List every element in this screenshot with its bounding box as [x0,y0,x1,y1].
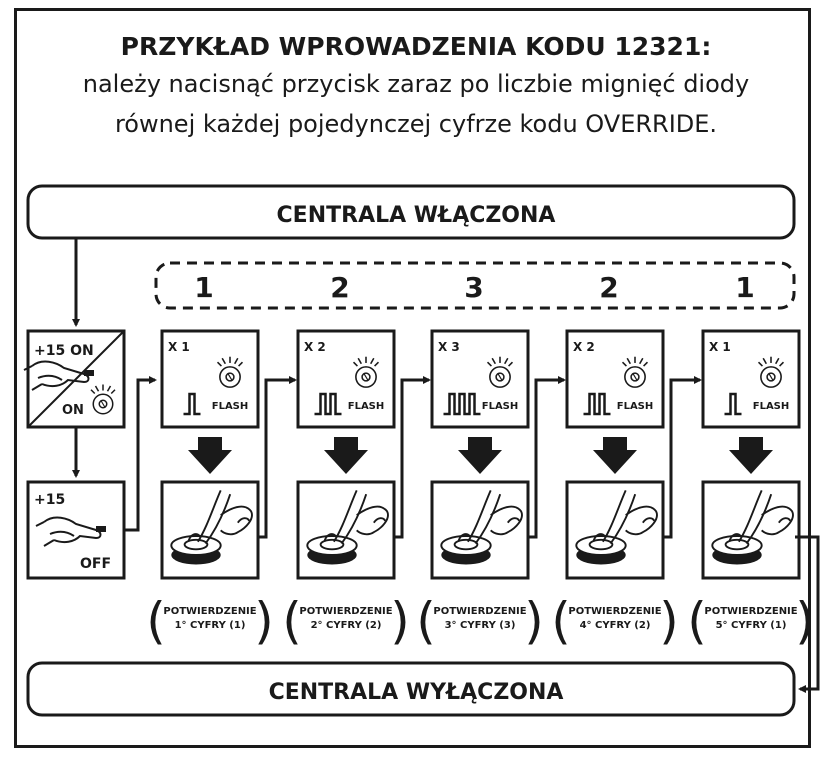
flash-count-box [160,329,260,429]
top-bar [26,184,796,240]
flash-count-label: X 3 [438,340,460,354]
flash-lamp-icon [352,355,380,388]
flash-label: FLASH [753,401,790,412]
confirm-label-line-2: 4° CYFRY (2) [580,620,651,631]
arrow-icon [394,376,431,539]
flash-label: FLASH [482,401,519,412]
arrow-icon [795,535,820,693]
arrow-icon [258,376,297,539]
confirm-label-line-1: POTWIERDZENIE [299,606,392,617]
confirm-label-line-1: POTWIERDZENIE [433,606,526,617]
flash-lamp-icon [216,355,244,388]
flash-count-box [565,329,665,429]
confirm-label-line-1: POTWIERDZENIE [163,606,256,617]
bottom-bar-label: CENTRALA WYŁĄCZONA [269,680,564,705]
press-button-box [565,480,665,580]
down-arrow-icon [729,437,773,474]
code-digit: 3 [464,271,483,304]
confirm-label-line-1: POTWIERDZENIE [704,606,797,617]
hand-press-button-icon [170,489,253,566]
flash-lamp-icon [486,355,514,388]
flash-count-label: X 1 [709,340,731,354]
flash-lamp-icon [90,383,116,415]
pulse-wave-icon [314,392,342,416]
press-button-box [701,480,801,580]
press-button-box [430,480,530,580]
confirm-label-line-1: POTWIERDZENIE [568,606,661,617]
flash-count-box [701,329,801,429]
flash-lamp-icon [621,355,649,388]
flash-label: FLASH [617,401,654,412]
flash-lamp-icon [757,355,785,388]
diagram-frame [14,8,811,748]
open-paren: ( [551,592,571,650]
arrow-icon [124,376,157,532]
open-paren: ( [146,592,166,650]
code-digit: 1 [194,271,213,304]
flash-label: FLASH [212,401,249,412]
flash-count-box [296,329,396,429]
close-paren: ) [524,592,544,650]
code-digit: 2 [330,271,349,304]
down-arrow-icon [188,437,232,474]
confirm-label-line-2: 5° CYFRY (1) [716,620,787,631]
flash-count-label: X 2 [304,340,326,354]
on-label: ON [62,403,84,418]
down-arrow-icon [458,437,502,474]
flash-count-label: X 2 [573,340,595,354]
top-bar-label: CENTRALA WŁĄCZONA [277,203,556,228]
open-paren: ( [416,592,436,650]
jumper-on-label: +15 ON [34,343,94,359]
code-digit: 2 [599,271,618,304]
bottom-bar [26,661,796,717]
pulse-wave-icon [724,392,742,416]
pulse-wave-icon [583,392,611,416]
arrow-icon [663,376,702,539]
close-paren: ) [659,592,679,650]
arrow-icon [528,376,566,539]
code-digits-bar [154,261,796,310]
pulse-wave-icon [183,392,201,416]
hand-press-button-icon [440,489,523,566]
press-button-box [296,480,396,580]
flash-count-box [430,329,530,429]
flash-label: FLASH [348,401,385,412]
close-paren: ) [390,592,410,650]
hand-press-button-icon [575,489,658,566]
jumper-hand-icon [23,360,95,391]
off-label: OFF [80,556,111,572]
jumper-off-label: +15 [34,492,65,508]
jumper-hand-icon [35,516,107,547]
code-digit: 1 [735,271,754,304]
open-paren: ( [687,592,707,650]
confirm-label-line-2: 2° CYFRY (2) [311,620,382,631]
close-paren: ) [254,592,274,650]
close-paren: ) [795,592,815,650]
instruction-line-2: równej każdej pojedynczej cyfrze kodu OV… [114,110,718,138]
diagram-title: PRZYKŁAD WPROWADZENIA KODU 12321: [120,32,712,61]
confirm-label-line-2: 3° CYFRY (3) [445,620,516,631]
flash-count-label: X 1 [168,340,190,354]
down-arrow-icon [324,437,368,474]
down-arrow-icon [593,437,637,474]
pulse-wave-icon [443,392,481,416]
open-paren: ( [282,592,302,650]
confirm-label-line-2: 1° CYFRY (1) [175,620,246,631]
instruction-line-1: należy nacisnąć przycisk zaraz po liczbi… [82,70,750,98]
hand-press-button-icon [711,489,794,566]
press-button-box [160,480,260,580]
hand-press-button-icon [306,489,389,566]
